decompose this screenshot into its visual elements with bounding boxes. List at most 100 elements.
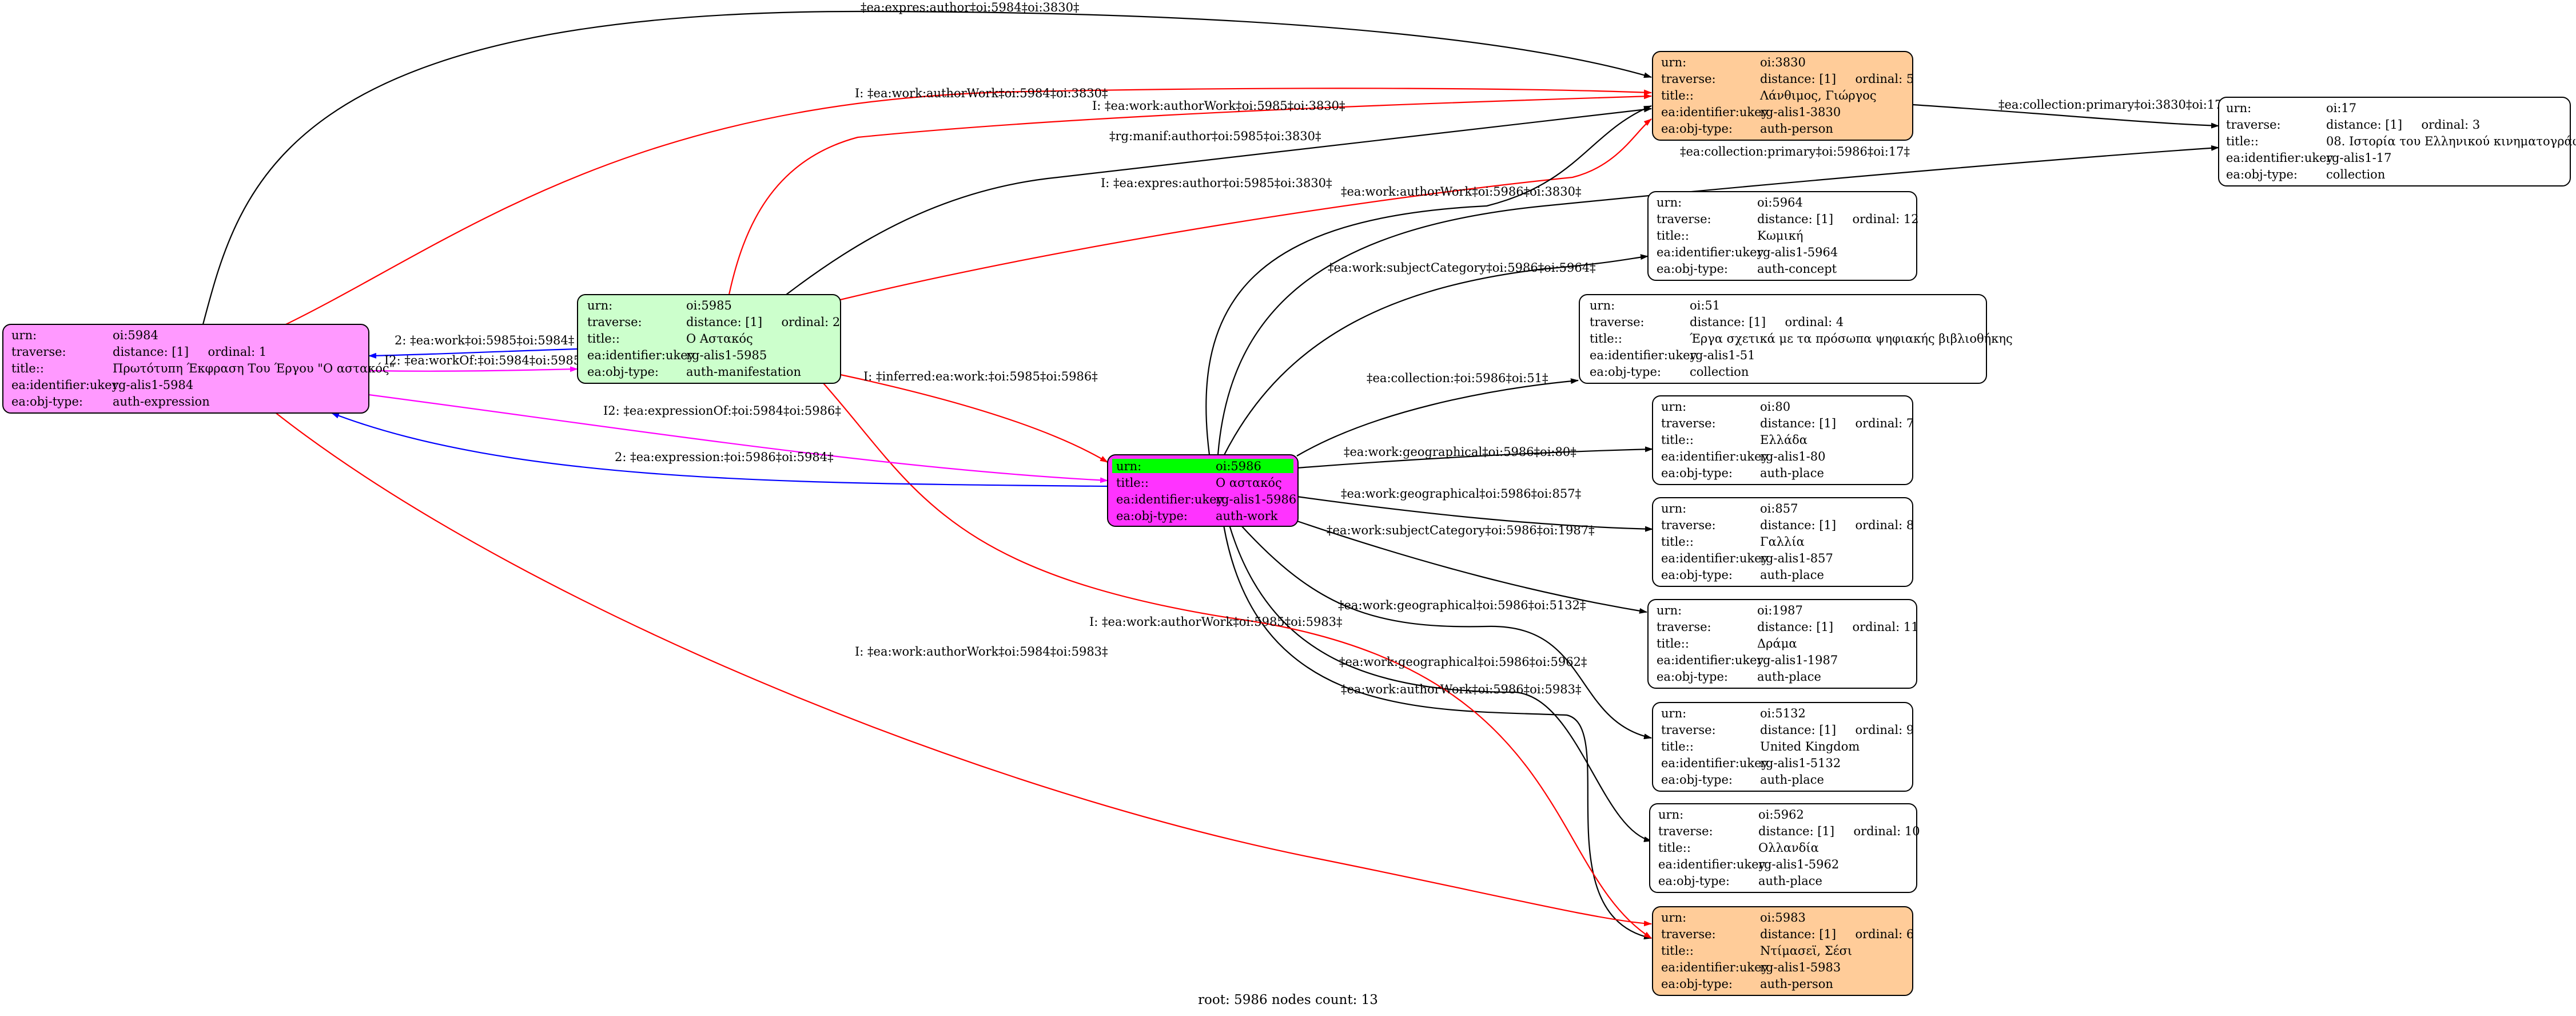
node-oi-3830[interactable]: urn: oi:3830 traverse: distance: [1] ord… <box>1652 51 1914 141</box>
edge-e9 <box>1223 254 1649 457</box>
row-label-urn: urn: <box>1661 400 1686 414</box>
node-oi-5964[interactable]: urn: oi:5964 traverse: distance: [1] ord… <box>1647 191 1919 281</box>
edge-label-e7: ‡ea:collection:primary‡oi:3830‡oi:17‡ <box>1998 98 2228 112</box>
row-value-traverse: distance: [1] ordinal: 7 <box>1760 416 1914 430</box>
row-value-urn: oi:5985 <box>686 299 732 312</box>
row-label-objtype: ea:obj-type: <box>1657 262 1728 276</box>
edge-label-e17: I: ‡ea:work:authorWork‡oi:5985‡oi:5983‡ <box>1089 615 1343 629</box>
edge-label-e3: I: ‡ea:work:authorWork‡oi:5985‡oi:3830‡ <box>1092 99 1345 113</box>
row-value-ukey: rg-alis1-80 <box>1760 450 1826 463</box>
row-label-traverse: traverse: <box>1661 72 1716 86</box>
node-oi-1987[interactable]: urn: oi:1987 traverse: distance: [1] ord… <box>1647 599 1919 689</box>
row-label-objtype: ea:obj-type: <box>1590 365 1661 379</box>
row-label-traverse: traverse: <box>1661 518 1716 532</box>
row-value-title: Γαλλία <box>1760 535 1805 549</box>
row-label-urn: urn: <box>11 328 37 342</box>
row-value-title: Ελλάδα <box>1760 433 1807 447</box>
row-value-traverse: distance: [1] ordinal: 5 <box>1760 72 1914 86</box>
row-value-urn: oi:857 <box>1760 502 1798 515</box>
node-oi-5986-root[interactable]: urn: oi:5986 title:: Ο αστακός ea:identi… <box>1107 454 1299 527</box>
edge-e11 <box>1296 446 1653 469</box>
edge-e15 <box>1228 525 1652 842</box>
row-value-title: Έργα σχετικά με τα πρόσωπα ψηφιακής βιβλ… <box>1690 332 2013 346</box>
row-label-urn: urn: <box>1116 459 1141 473</box>
edge-e10 <box>1296 378 1579 457</box>
row-label-title: title:: <box>1661 944 1694 958</box>
row-label-urn: urn: <box>2226 101 2251 115</box>
edge-label-e14: ‡ea:work:geographical‡oi:5986‡oi:5132‡ <box>1338 598 1586 612</box>
edge-label-e4: ‡rg:manif:author‡oi:5985‡oi:3830‡ <box>1109 129 1321 143</box>
edge-labels: ‡ea:expres:author‡oi:5984‡oi:3830‡ I: ‡e… <box>384 1 2228 696</box>
row-label-traverse: traverse: <box>1661 416 1716 430</box>
row-label-traverse: traverse: <box>1657 620 1711 634</box>
row-label-title: title:: <box>587 332 620 346</box>
edge-e6 <box>1205 105 1652 455</box>
nodes: urn: oi:5984 traverse: distance: [1] ord… <box>2 51 2576 996</box>
row-value-objtype: auth-concept <box>1757 262 1837 276</box>
row-value-objtype: auth-expression <box>113 395 210 408</box>
edge-label-e9: ‡ea:work:subjectCategory‡oi:5986‡oi:5964… <box>1328 261 1596 275</box>
row-value-objtype: auth-person <box>1760 977 1833 991</box>
row-label-urn: urn: <box>1661 55 1686 69</box>
row-label-traverse: traverse: <box>587 315 642 329</box>
row-value-ukey: rg-alis1-3830 <box>1760 105 1841 119</box>
edge-e16 <box>1223 525 1652 940</box>
row-value-ukey: rg-alis1-5964 <box>1757 245 1838 259</box>
row-label-ukey: ea:identifier:ukey <box>1661 450 1769 463</box>
node-oi-5962[interactable]: urn: oi:5962 traverse: distance: [1] ord… <box>1649 803 1920 893</box>
row-value-urn: oi:5962 <box>1758 808 1804 821</box>
row-label-urn: urn: <box>1590 299 1615 312</box>
node-oi-80[interactable]: urn: oi:80 traverse: distance: [1] ordin… <box>1652 395 1914 485</box>
row-label-objtype: ea:obj-type: <box>1661 773 1733 787</box>
edge-label-e18: I: ‡ea:work:authorWork‡oi:5984‡oi:5983‡ <box>855 645 1108 658</box>
row-label-urn: urn: <box>1657 604 1682 617</box>
row-value-traverse: distance: [1] ordinal: 8 <box>1760 518 1914 532</box>
row-value-ukey: rg-alis1-5986 <box>1216 493 1296 506</box>
row-value-traverse: distance: [1] ordinal: 12 <box>1757 212 1919 226</box>
row-label-title: title:: <box>11 362 44 375</box>
edge-label-e2: I: ‡ea:work:authorWork‡oi:5984‡oi:3830‡ <box>855 86 1108 100</box>
row-label-objtype: ea:obj-type: <box>587 365 659 379</box>
edge-label-e22: I2: ‡ea:expressionOf:‡oi:5984‡oi:5986‡ <box>603 404 841 418</box>
row-value-title: United Kingdom <box>1760 740 1860 753</box>
edge-e3 <box>728 93 1652 295</box>
edge-label-e20: I2: ‡ea:workOf:‡oi:5984‡oi:5985‡ <box>384 354 587 367</box>
node-oi-5984[interactable]: urn: oi:5984 traverse: distance: [1] ord… <box>2 324 395 414</box>
node-oi-17[interactable]: urn: oi:17 traverse: distance: [1] ordin… <box>2218 97 2576 186</box>
row-label-objtype: ea:obj-type: <box>1658 874 1730 888</box>
node-oi-5983[interactable]: urn: oi:5983 traverse: distance: [1] ord… <box>1652 906 1914 996</box>
edge-e18 <box>274 411 1652 927</box>
edge-label-e6: ‡ea:work:authorWork‡oi:5986‡oi:3830‡ <box>1341 185 1582 199</box>
edges <box>202 10 2219 940</box>
row-value-ukey: rg-alis1-857 <box>1760 551 1833 565</box>
node-oi-51[interactable]: urn: oi:51 traverse: distance: [1] ordin… <box>1579 294 2013 384</box>
row-label-objtype: ea:obj-type: <box>11 395 83 408</box>
edge-label-e13: ‡ea:work:subjectCategory‡oi:5986‡oi:1987… <box>1327 523 1595 537</box>
row-label-title: title:: <box>1590 332 1622 346</box>
node-oi-5985[interactable]: urn: oi:5985 traverse: distance: [1] ord… <box>577 294 841 384</box>
row-value-objtype: auth-person <box>1760 122 1833 136</box>
row-label-objtype: ea:obj-type: <box>1661 122 1733 136</box>
edge-e12 <box>1296 495 1653 532</box>
row-label-ukey: ea:identifier:ukey <box>587 348 695 362</box>
row-value-traverse: distance: [1] ordinal: 9 <box>1760 723 1914 737</box>
row-value-traverse: distance: [1] ordinal: 10 <box>1758 824 1920 838</box>
node-oi-5132[interactable]: urn: oi:5132 traverse: distance: [1] ord… <box>1652 702 1914 792</box>
node-oi-857[interactable]: urn: oi:857 traverse: distance: [1] ordi… <box>1652 497 1914 587</box>
edge-e23 <box>331 412 1108 487</box>
row-value-ukey: rg-alis1-5962 <box>1758 858 1839 871</box>
row-label-title: title:: <box>1116 476 1149 490</box>
row-value-urn: oi:5983 <box>1760 911 1806 924</box>
row-label-urn: urn: <box>1661 911 1686 924</box>
row-label-ukey: ea:identifier:ukey <box>1658 858 1766 871</box>
row-value-urn: oi:17 <box>2326 101 2356 115</box>
row-label-traverse: traverse: <box>1657 212 1711 226</box>
row-value-title: Ντίμασεϊ, Σέσι <box>1760 944 1852 958</box>
row-label-objtype: ea:obj-type: <box>1657 670 1728 684</box>
row-value-ukey: rg-alis1-5983 <box>1760 961 1841 974</box>
edge-e2 <box>285 88 1652 325</box>
row-label-ukey: ea:identifier:ukey <box>1657 245 1764 259</box>
edge-label-e21: I: ‡inferred:ea:work:‡oi:5985‡oi:5986‡ <box>863 370 1098 383</box>
row-value-ukey: rg-alis1-17 <box>2326 151 2392 165</box>
